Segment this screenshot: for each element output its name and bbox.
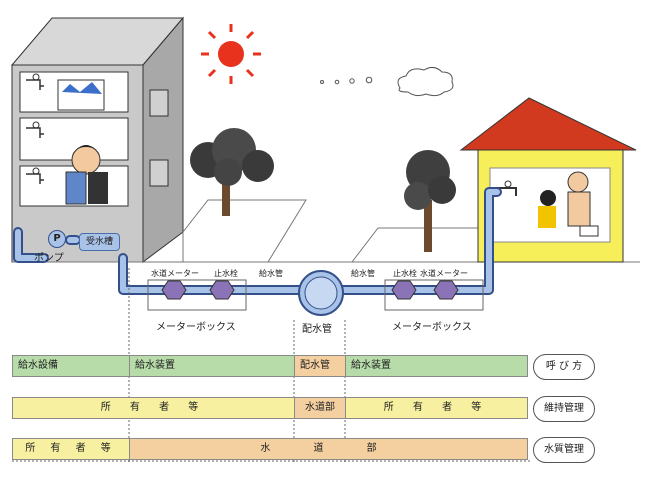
segment-distribution-main: 配水管 (295, 356, 346, 376)
segment-owner: 所 有 者 等 (13, 398, 295, 418)
segment-owner: 所 有 者 等 (13, 439, 130, 459)
left-service-pipe-label: 給水管 (259, 269, 283, 278)
row-label-maintenance: 維持管理 (533, 396, 595, 422)
distribution-main-label: 配水管 (302, 324, 332, 335)
right-stopcock-label: 止水栓 (393, 269, 417, 278)
left-stopcock-label: 止水栓 (214, 269, 238, 278)
segment-waterworks-bureau: 水 道 部 (130, 439, 527, 459)
segment-waterworks-bureau: 水道部 (295, 398, 346, 418)
right-meter-box-label: メーターボックス (392, 322, 472, 333)
pump-icon: P (48, 230, 66, 248)
right-meter-label: 水道メーター (420, 269, 468, 278)
apartment-building (10, 16, 185, 263)
segment-water-supply-device: 給水装置 (130, 356, 295, 376)
water-quality-row: 所 有 者 等 水 道 部 (12, 438, 528, 460)
left-meter-icon (161, 280, 187, 300)
cloud-icon (320, 66, 454, 97)
right-stopcock-icon (391, 280, 417, 300)
water-pipe (13, 187, 502, 295)
left-meter-box-label: メーターボックス (156, 322, 236, 333)
pump-label: ポンプ (34, 253, 64, 264)
house (459, 97, 637, 263)
row-label-water-quality: 水質管理 (533, 437, 595, 463)
segment-water-supply-equipment: 給水設備 (13, 356, 130, 376)
row-label-naming: 呼 び 方 (533, 354, 595, 380)
segment-owner: 所 有 者 等 (346, 398, 527, 418)
tree-icon (190, 128, 274, 216)
right-meter-icon (433, 280, 459, 300)
maintenance-row: 所 有 者 等 水道部 所 有 者 等 (12, 397, 528, 419)
right-service-pipe-label: 給水管 (351, 269, 375, 278)
left-meter-label: 水道メーター (151, 269, 199, 278)
right-meter-box-outline (384, 279, 484, 311)
tree-icon (404, 150, 456, 252)
segment-water-supply-device: 給水装置 (346, 356, 527, 376)
naming-row: 給水設備 給水装置 配水管 給水装置 (12, 355, 528, 377)
left-stopcock-icon (209, 280, 235, 300)
receiving-tank: 受水槽 (79, 233, 121, 251)
sun-icon (201, 24, 261, 84)
left-meter-box-outline (147, 279, 247, 311)
